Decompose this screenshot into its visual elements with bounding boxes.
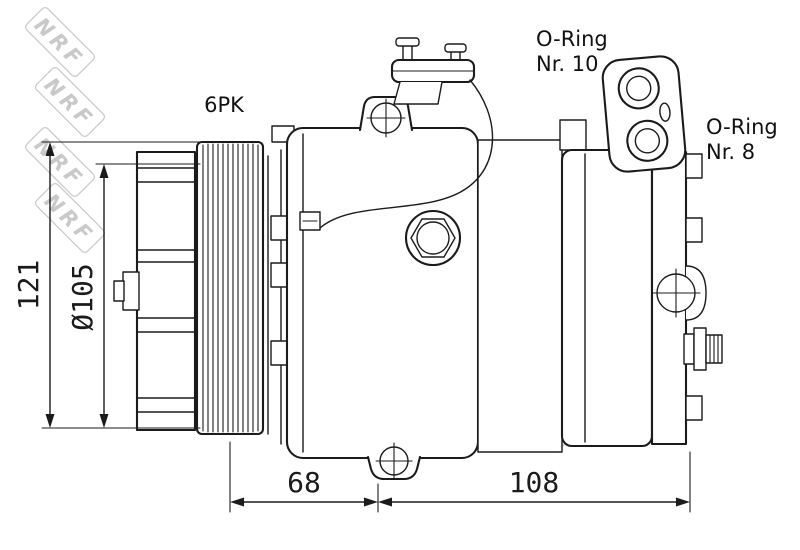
dimension-108-text: 108 bbox=[509, 466, 560, 499]
oring-8-label: O-Ring Nr. 8 bbox=[706, 115, 778, 164]
dimension-121-text: 121 bbox=[12, 260, 45, 311]
dim-arrow-icon bbox=[378, 497, 392, 507]
service-port bbox=[683, 327, 723, 371]
pulley-grooves bbox=[195, 140, 265, 436]
clutch-plate bbox=[113, 150, 197, 432]
oring-10-icon bbox=[617, 67, 660, 110]
svg-text:O-Ring: O-Ring bbox=[706, 115, 778, 139]
dim-arrow-icon bbox=[676, 497, 690, 507]
top-tab bbox=[559, 119, 587, 151]
bolt-icon bbox=[685, 153, 703, 179]
bolt-icon bbox=[685, 217, 703, 243]
side-fittings bbox=[683, 153, 723, 421]
svg-text:Nr. 8: Nr. 8 bbox=[706, 140, 755, 164]
dimension-68: 68 bbox=[229, 441, 379, 513]
nrf-logo-watermark: NRF bbox=[24, 6, 96, 78]
dim-arrow-icon bbox=[99, 414, 109, 428]
dim-arrow-icon bbox=[45, 142, 55, 156]
electrical-connector bbox=[390, 37, 476, 105]
bolt-icon bbox=[685, 395, 703, 421]
hub bbox=[122, 271, 140, 311]
nrf-watermark-text: NRF bbox=[40, 189, 99, 248]
dimension-105: Ø105 bbox=[66, 163, 201, 428]
hex-fitting bbox=[404, 209, 462, 267]
wire-harness bbox=[299, 79, 494, 231]
bottom-mounting-lug bbox=[366, 442, 422, 481]
belt-type-label: 6PK bbox=[204, 93, 245, 117]
wire bbox=[319, 79, 494, 229]
dimension-108: 108 bbox=[378, 451, 691, 513]
dim-arrow-icon bbox=[99, 164, 109, 178]
svg-text:Nr. 10: Nr. 10 bbox=[536, 52, 599, 76]
rear-housing bbox=[477, 119, 723, 453]
dimension-121: 121 bbox=[12, 141, 201, 429]
nrf-watermark-text: NRF bbox=[40, 73, 99, 132]
dimension-105-text: Ø105 bbox=[66, 263, 99, 330]
top-mounting-lug bbox=[358, 95, 414, 138]
dim-arrow-icon bbox=[230, 497, 244, 507]
svg-text:O-Ring: O-Ring bbox=[536, 27, 608, 51]
oring-10-label: O-Ring Nr. 10 bbox=[536, 27, 608, 76]
oring-manifold-block bbox=[601, 55, 687, 173]
dimension-68-text: 68 bbox=[287, 466, 321, 499]
dim-arrow-icon bbox=[364, 497, 378, 507]
nrf-watermark-text: NRF bbox=[30, 13, 89, 72]
dim-arrow-icon bbox=[45, 414, 55, 428]
oring-8-icon bbox=[626, 119, 669, 162]
mounting-ear bbox=[651, 265, 707, 321]
compressor-body bbox=[285, 95, 509, 481]
